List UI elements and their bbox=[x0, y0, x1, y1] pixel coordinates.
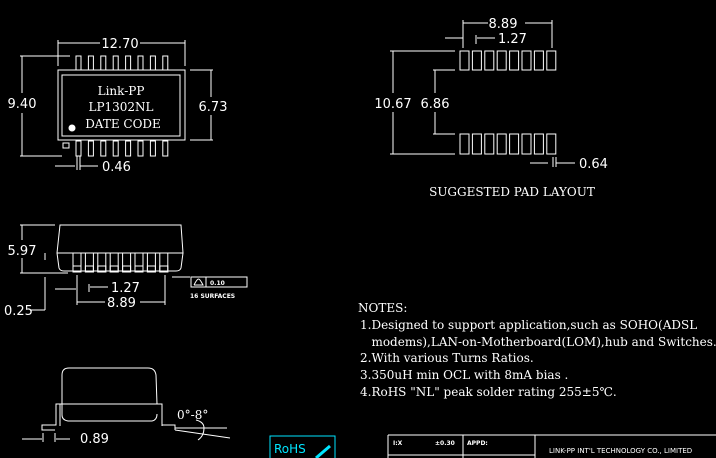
pin bbox=[149, 140, 156, 157]
notes: NOTES: 1.Designed to support application… bbox=[358, 301, 716, 399]
pin bbox=[162, 55, 169, 71]
pin bbox=[137, 140, 144, 157]
side-pins bbox=[72, 252, 169, 273]
standoff-dim: 0.25 bbox=[4, 304, 33, 319]
foot-dim: 0.89 bbox=[80, 432, 109, 447]
top-pins bbox=[75, 55, 169, 157]
top-view: Link-PP LP1302NL DATE CODE 12.70 9.40 6.… bbox=[8, 37, 228, 175]
notes-title: NOTES: bbox=[358, 301, 407, 315]
pin bbox=[149, 55, 156, 71]
angle-label: 0°-8° bbox=[177, 408, 208, 422]
pin bbox=[159, 252, 169, 273]
pin bbox=[122, 252, 132, 273]
pin1-marker bbox=[62, 142, 70, 149]
brand-label: Link-PP bbox=[98, 84, 145, 98]
pad-width-dim: 0.64 bbox=[579, 157, 608, 172]
pad bbox=[521, 50, 532, 71]
pin1-dot bbox=[68, 124, 76, 132]
pin bbox=[75, 55, 82, 71]
pads bbox=[459, 50, 557, 155]
rohs-label: RoHS bbox=[274, 442, 306, 456]
body-inner bbox=[61, 74, 181, 137]
end-view: 0°-8° 0.89 bbox=[22, 367, 231, 447]
rohs-logo: RoHS bbox=[269, 435, 336, 458]
pad bbox=[484, 50, 495, 71]
pin bbox=[97, 252, 107, 273]
pad bbox=[509, 50, 520, 71]
pad bbox=[509, 133, 520, 155]
pad bbox=[533, 133, 544, 155]
pin bbox=[146, 252, 156, 273]
pin bbox=[109, 252, 119, 273]
pad bbox=[496, 133, 507, 155]
body-outline bbox=[57, 69, 186, 141]
width-dim: 12.70 bbox=[101, 37, 138, 52]
pad bbox=[546, 133, 557, 155]
inner-dim: 6.86 bbox=[421, 97, 450, 112]
pin-foot bbox=[97, 265, 107, 273]
pin-foot bbox=[134, 265, 144, 273]
scale-label: I:X bbox=[393, 440, 403, 447]
flatness-value: 0.10 bbox=[210, 280, 225, 287]
pin bbox=[134, 252, 144, 273]
pad bbox=[471, 50, 482, 71]
pin bbox=[112, 55, 119, 71]
pad bbox=[496, 50, 507, 71]
pad-pitch-dim: 1.27 bbox=[498, 32, 527, 47]
pad-layout: 8.89 1.27 10.67 6.86 0.64 SUGGESTED PAD … bbox=[374, 17, 608, 199]
pitch-dim: 1.27 bbox=[111, 281, 140, 296]
pin bbox=[72, 252, 82, 273]
part-number: LP1302NL bbox=[88, 100, 153, 114]
pad bbox=[484, 133, 495, 155]
pin bbox=[87, 55, 94, 71]
surfaces-label: 16 SURFACES bbox=[190, 293, 235, 300]
pin-foot bbox=[84, 265, 94, 273]
date-code: DATE CODE bbox=[85, 117, 161, 131]
pad-span-dim: 8.89 bbox=[489, 17, 518, 32]
height-dim: 9.40 bbox=[8, 97, 37, 112]
pin bbox=[75, 140, 82, 157]
pin-foot bbox=[146, 265, 156, 273]
pin bbox=[100, 140, 107, 157]
pin bbox=[125, 55, 132, 71]
note-item: 1.Designed to support application,such a… bbox=[360, 318, 697, 332]
height-dim: 5.97 bbox=[8, 244, 37, 259]
pin bbox=[87, 140, 94, 157]
pad bbox=[546, 50, 557, 71]
body-dim: 6.73 bbox=[199, 100, 228, 115]
pin bbox=[137, 55, 144, 71]
outer-dim: 10.67 bbox=[374, 97, 411, 112]
pad bbox=[459, 50, 470, 71]
note-item: modems),LAN-on-Motherboard(LOM),hub and … bbox=[360, 335, 716, 349]
side-view: 5.97 0.25 1.27 8.89 0.10 16 SURFACES bbox=[4, 224, 248, 319]
pad bbox=[459, 133, 470, 155]
pin bbox=[100, 55, 107, 71]
note-item: 2.With various Turns Ratios. bbox=[360, 351, 534, 365]
pin-width-dim: 0.46 bbox=[102, 160, 131, 175]
pin-foot bbox=[109, 265, 119, 273]
pad-layout-caption: SUGGESTED PAD LAYOUT bbox=[429, 185, 595, 199]
tolerance-label: ±0.30 bbox=[435, 440, 455, 447]
note-item: 4.RoHS "NL" peak solder rating 255±5℃. bbox=[360, 385, 617, 399]
approved-label: APPD: bbox=[467, 440, 488, 447]
pin bbox=[162, 140, 169, 157]
note-item: 3.350uH min OCL with 8mA bias . bbox=[360, 368, 568, 382]
pin bbox=[84, 252, 94, 273]
flatness-box bbox=[190, 276, 248, 288]
pad bbox=[521, 133, 532, 155]
pin bbox=[112, 140, 119, 157]
pad bbox=[471, 133, 482, 155]
pad bbox=[533, 50, 544, 71]
pin-foot bbox=[159, 265, 169, 273]
title-block: I:X ±0.30 APPD: LINK-PP INT'L TECHNOLOGY… bbox=[387, 434, 716, 458]
pin bbox=[125, 140, 132, 157]
pin-foot bbox=[122, 265, 132, 273]
company-name: LINK-PP INT'L TECHNOLOGY CO., LIMITED bbox=[549, 447, 692, 455]
pin-foot bbox=[72, 265, 82, 273]
span-dim: 8.89 bbox=[107, 296, 136, 311]
